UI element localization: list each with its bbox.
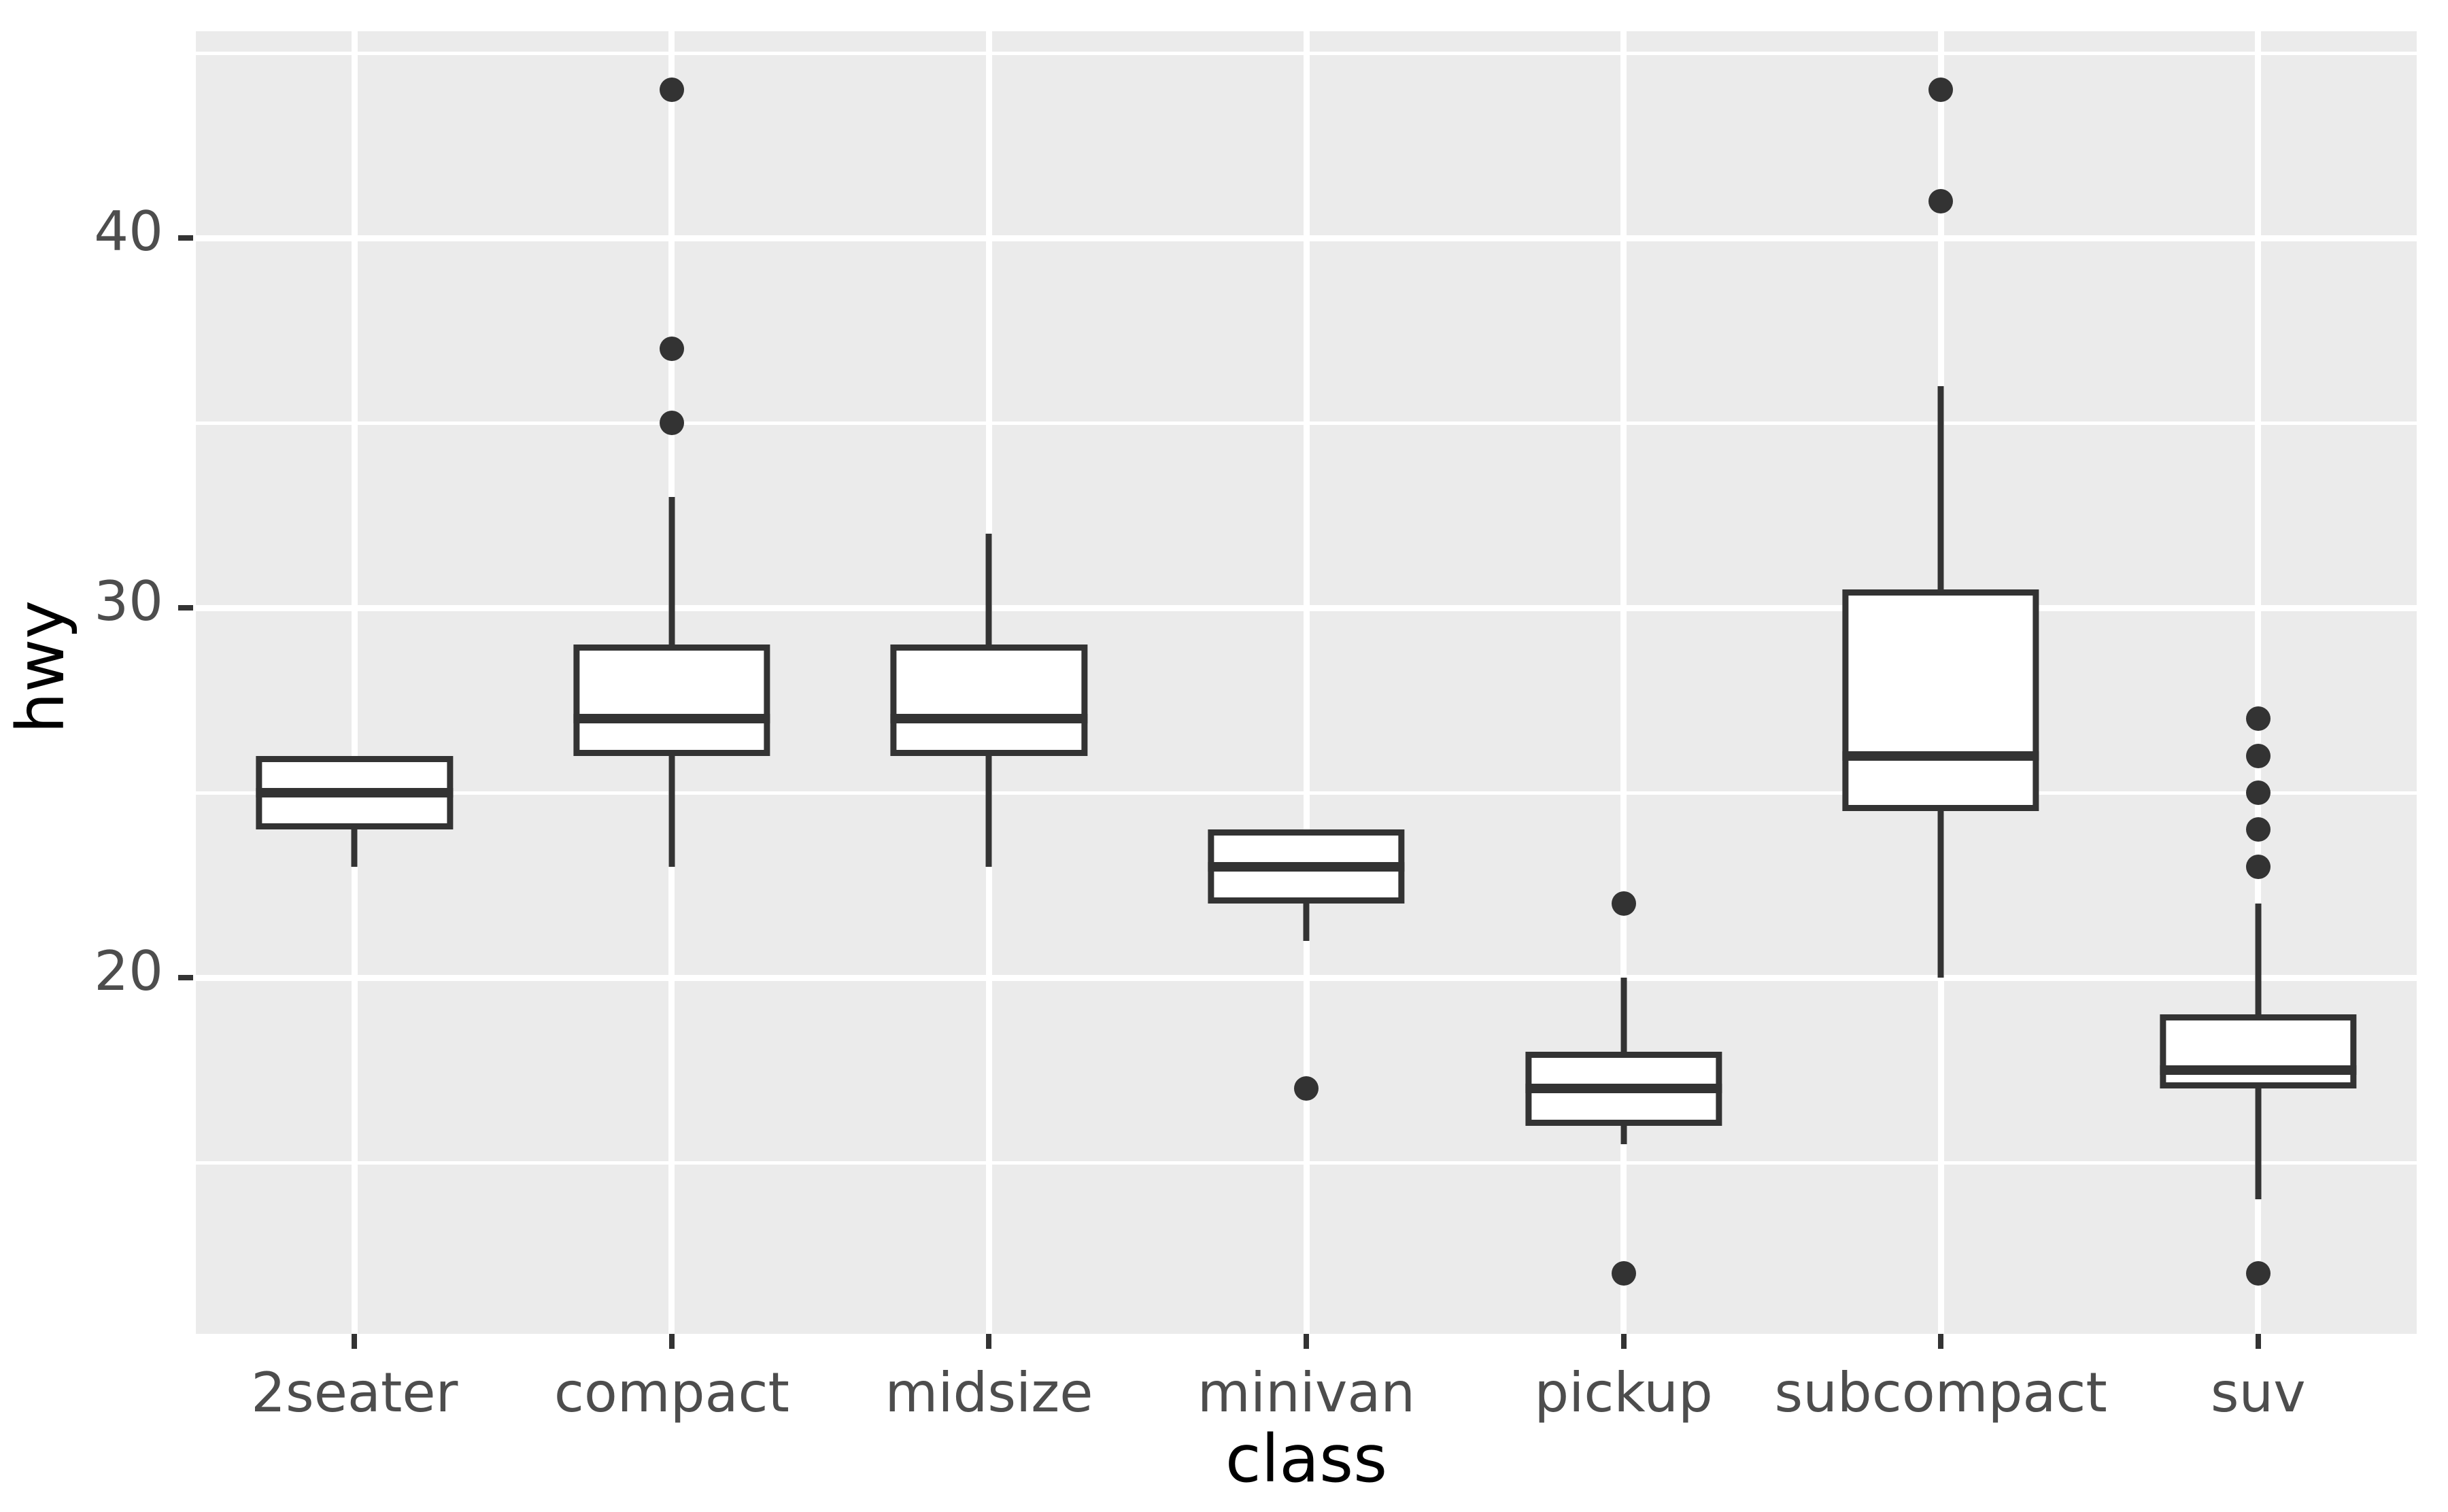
outlier-point (2245, 817, 2271, 842)
x-tick-label-midsize: midsize (885, 1361, 1093, 1424)
gridline-major-vertical (2255, 31, 2262, 1334)
median-line (256, 788, 453, 797)
box-iqr (2160, 1014, 2357, 1089)
x-tick-mark (2255, 1334, 2261, 1349)
x-tick-mark (1938, 1334, 1944, 1349)
median-line (1208, 861, 1405, 872)
y-tick-mark (178, 975, 193, 980)
whisker-lower (1937, 811, 1944, 978)
outlier-point (2245, 854, 2271, 879)
outlier-point (659, 337, 684, 362)
y-tick-label: 20 (94, 940, 163, 1003)
box-iqr (890, 645, 1088, 756)
outlier-point (1928, 188, 1954, 213)
outlier-point (2245, 1261, 2271, 1286)
x-tick-mark (352, 1334, 358, 1349)
whisker-lower (1303, 904, 1310, 941)
x-tick-mark (1304, 1334, 1309, 1349)
whisker-lower (985, 755, 992, 867)
whisker-upper (668, 496, 675, 645)
boxplot-compact (196, 31, 2417, 1334)
median-line (573, 714, 770, 724)
whisker-upper (1620, 978, 1627, 1052)
gridline-major-vertical (1303, 31, 1310, 1334)
outlier-point (1611, 1261, 1636, 1286)
whisker-lower (668, 755, 675, 867)
outlier-point (2245, 706, 2271, 732)
x-tick-label-2seater: 2seater (251, 1361, 458, 1424)
outlier-point (659, 78, 684, 103)
boxplot-subcompact (196, 31, 2417, 1334)
whisker-lower (2255, 1088, 2262, 1200)
outlier-point (2245, 780, 2271, 805)
median-line (890, 714, 1088, 724)
x-tick-mark (1620, 1334, 1627, 1349)
boxplot-pickup (196, 31, 2417, 1334)
y-tick-label: 40 (94, 200, 163, 263)
gridline-major-vertical (1620, 31, 1627, 1334)
x-tick-label-minivan: minivan (1197, 1361, 1416, 1424)
outlier-point (1928, 78, 1954, 103)
x-tick-label-pickup: pickup (1534, 1361, 1713, 1424)
y-tick-label: 30 (94, 570, 163, 633)
x-axis-title: class (1225, 1421, 1388, 1497)
boxplot-minivan (196, 31, 2417, 1334)
x-tick-label-compact: compact (554, 1361, 789, 1424)
gridline-major-vertical (351, 31, 358, 1334)
y-tick-mark (178, 605, 193, 611)
y-tick-mark (178, 235, 193, 241)
boxplot-suv (196, 31, 2417, 1334)
median-line (1842, 751, 2039, 761)
x-tick-label-suv: suv (2210, 1361, 2306, 1424)
box-iqr (1842, 589, 2039, 812)
x-tick-mark (986, 1334, 992, 1349)
boxplot-midsize (196, 31, 2417, 1334)
median-line (1525, 1084, 1722, 1094)
outlier-point (1294, 1076, 1319, 1101)
x-tick-label-subcompact: subcompact (1774, 1361, 2107, 1424)
outlier-point (659, 411, 684, 435)
outlier-point (2245, 743, 2271, 768)
x-tick-mark (668, 1334, 675, 1349)
whisker-lower (1620, 1125, 1627, 1144)
box-iqr (573, 645, 770, 756)
whisker-lower (351, 829, 358, 867)
plot-panel (196, 31, 2417, 1334)
whisker-upper (1937, 385, 1944, 589)
median-line (2160, 1065, 2357, 1075)
whisker-upper (2255, 904, 2262, 1015)
whisker-upper (985, 534, 992, 645)
boxplot-2seater (196, 31, 2417, 1334)
outlier-point (1611, 891, 1636, 916)
